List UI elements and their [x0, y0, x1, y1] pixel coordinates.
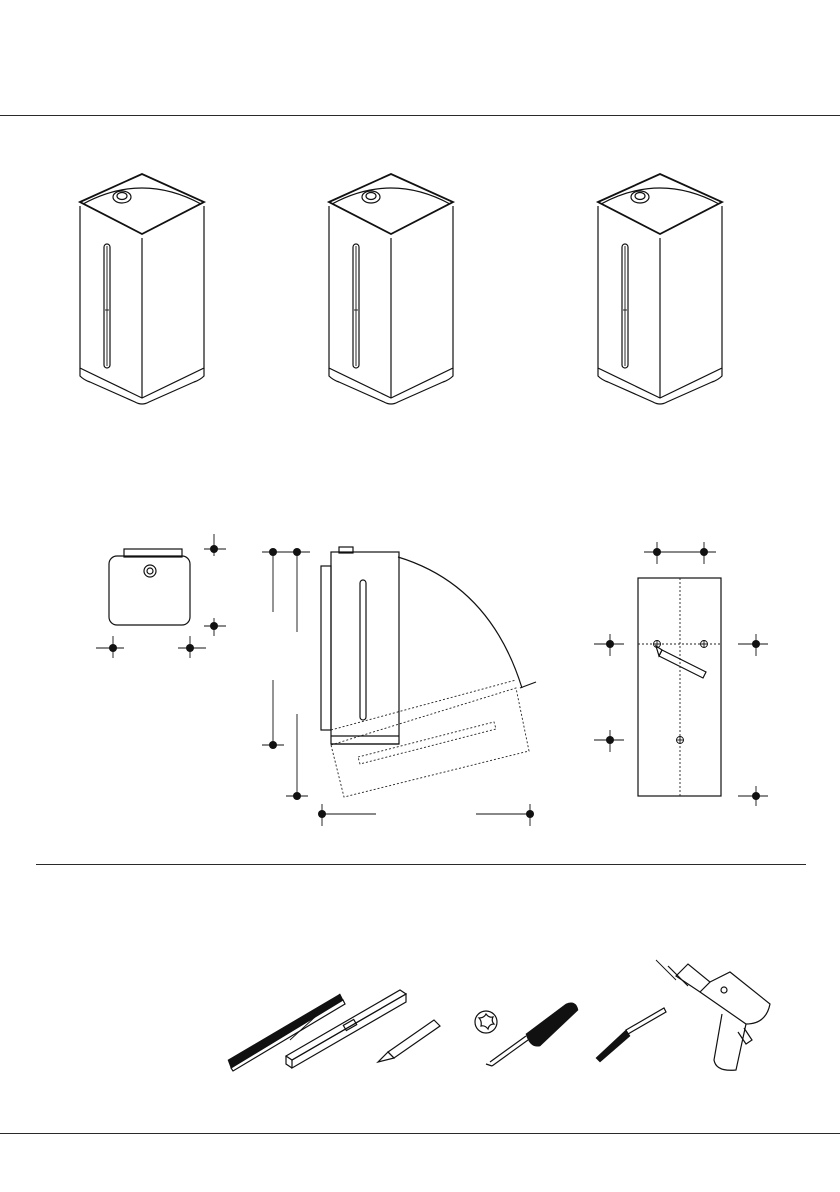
top-view-diagram	[96, 534, 226, 658]
product-view-1	[80, 174, 204, 404]
drilling-template-diagram	[594, 542, 768, 806]
side-view-diagram	[262, 547, 536, 826]
drill-bit	[596, 1008, 666, 1062]
product-view-2	[329, 174, 453, 404]
power-drill	[656, 960, 770, 1070]
torx-screwdriver	[486, 1003, 578, 1066]
torx-icon	[475, 1011, 497, 1033]
pencil	[378, 1020, 440, 1062]
product-view-3	[598, 174, 722, 404]
